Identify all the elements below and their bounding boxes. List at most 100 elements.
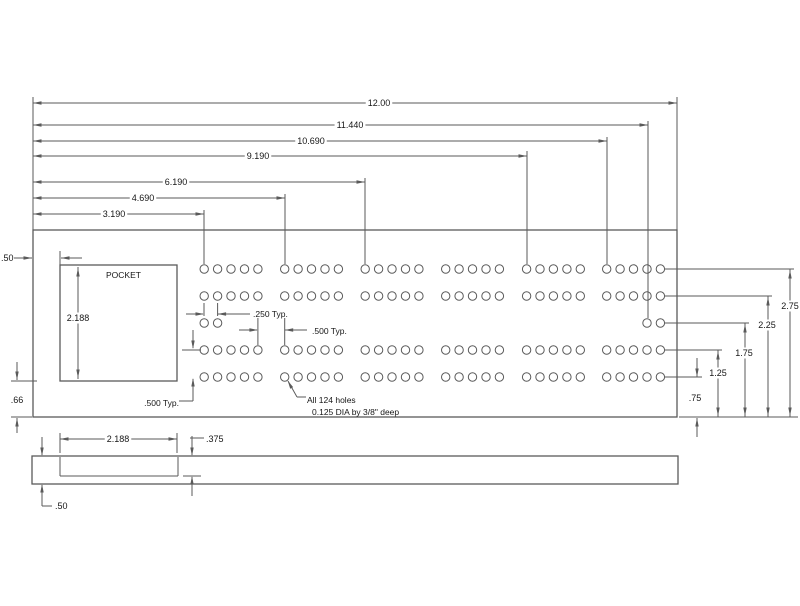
hole <box>333 291 344 301</box>
hole <box>628 345 639 355</box>
top-dim-9-190: 9.190 <box>247 151 270 161</box>
label-background <box>365 97 393 109</box>
hole <box>280 264 290 274</box>
right-dim-2-75: 2.75 <box>781 301 799 311</box>
arrowhead <box>40 447 44 456</box>
hole <box>535 291 545 301</box>
hole <box>280 291 290 301</box>
arrowhead <box>33 180 42 184</box>
arrowhead <box>716 407 720 416</box>
arrowhead <box>195 212 204 216</box>
hole <box>239 264 250 274</box>
hole <box>414 264 424 274</box>
hole <box>467 372 478 382</box>
arrowhead <box>598 139 607 143</box>
hole <box>387 264 397 274</box>
hole <box>333 264 344 274</box>
hole <box>602 345 612 355</box>
bottom-pocket-depth-label: .375 <box>206 434 224 444</box>
right-dim-0-75: .75 <box>689 393 702 403</box>
hole <box>494 345 505 355</box>
hole <box>642 291 652 301</box>
hole <box>199 264 209 274</box>
hole <box>548 291 559 301</box>
label-background <box>707 367 729 379</box>
hole-note-line2: 0.125 DIA by 3/8" deep <box>312 407 399 417</box>
hole <box>400 372 411 382</box>
arrowhead <box>33 212 42 216</box>
hole <box>199 372 209 382</box>
arrowhead <box>249 328 258 332</box>
hole <box>521 372 532 382</box>
hole <box>521 345 532 355</box>
hole <box>320 345 330 355</box>
hole <box>239 345 250 355</box>
hole <box>293 345 303 355</box>
hole <box>454 372 464 382</box>
hole <box>387 291 397 301</box>
arrowhead <box>23 256 32 260</box>
arrowhead <box>190 447 194 456</box>
arrowhead <box>191 340 195 349</box>
hole <box>280 372 290 382</box>
hole <box>494 264 505 274</box>
side-view-outline <box>31 455 679 485</box>
label-background <box>779 300 800 312</box>
arrowhead <box>743 324 747 333</box>
hole <box>360 291 370 301</box>
hole <box>199 345 209 355</box>
label-background <box>733 347 755 359</box>
hole <box>441 372 451 382</box>
arrowhead <box>76 268 80 277</box>
hole <box>575 345 585 355</box>
hole <box>320 264 330 274</box>
arrowhead <box>61 256 70 260</box>
hole <box>320 372 330 382</box>
arrowhead <box>191 378 195 387</box>
arrowhead <box>788 270 792 279</box>
hole <box>575 264 585 274</box>
hole <box>655 291 666 301</box>
arrowhead <box>60 437 69 441</box>
dimension-labels: 12.00 11.440 10.690 9.190 6.190 4.690 3.… <box>1 98 799 511</box>
hole <box>212 264 223 274</box>
hole <box>253 372 263 382</box>
label-background <box>162 176 190 188</box>
label-background <box>129 192 157 204</box>
hole <box>212 345 223 355</box>
hole <box>253 345 263 355</box>
hole <box>548 264 559 274</box>
hole <box>454 291 464 301</box>
hole <box>481 264 491 274</box>
hole <box>494 372 505 382</box>
hole <box>400 264 411 274</box>
hole <box>562 345 572 355</box>
right-dim-2-25: 2.25 <box>758 320 776 330</box>
hole <box>642 264 652 274</box>
arrowhead <box>195 312 204 316</box>
hole <box>333 345 344 355</box>
arrowhead <box>190 476 194 485</box>
hole <box>226 345 236 355</box>
hole <box>441 291 451 301</box>
hole <box>481 345 491 355</box>
hole <box>212 318 223 328</box>
hole <box>293 372 303 382</box>
top-dim-6-190: 6.190 <box>165 177 188 187</box>
hole <box>562 291 572 301</box>
hole <box>306 372 317 382</box>
hole <box>481 291 491 301</box>
hole <box>239 291 250 301</box>
hole <box>226 291 236 301</box>
hole <box>535 372 545 382</box>
arrowhead <box>168 437 177 441</box>
hole <box>467 345 478 355</box>
hole <box>602 372 612 382</box>
hole <box>373 345 384 355</box>
label-background <box>100 208 128 220</box>
hole <box>212 372 223 382</box>
hole <box>521 264 532 274</box>
hole <box>615 345 625 355</box>
arrowhead <box>15 418 19 427</box>
